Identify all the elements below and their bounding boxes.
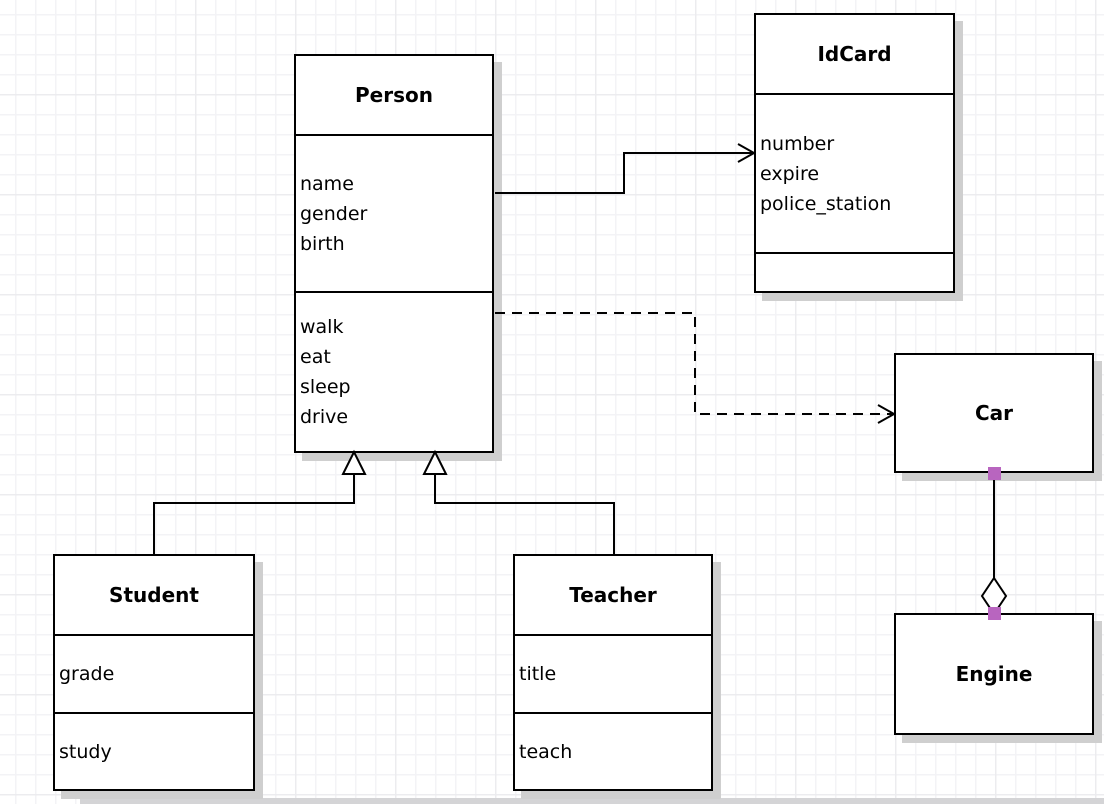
hollow-triangle-icon — [422, 449, 448, 475]
attribute: number — [760, 132, 835, 155]
attribute: gender — [300, 202, 368, 225]
class-title-label: Engine — [955, 662, 1033, 686]
class-student-title: Student — [55, 556, 253, 636]
attribute: expire — [760, 162, 820, 185]
class-teacher[interactable]: Teacher title teach — [513, 554, 713, 791]
connector-generalization-teacher-person[interactable] — [422, 449, 615, 554]
attribute: police_station — [760, 192, 892, 215]
method: walk — [300, 316, 344, 338]
attribute: name — [300, 172, 354, 195]
method: sleep — [300, 376, 351, 398]
hollow-triangle-icon — [341, 449, 367, 475]
class-engine[interactable]: Engine — [894, 613, 1094, 735]
method: study — [59, 740, 112, 763]
class-idcard-attributes: number expire police_station — [756, 95, 953, 254]
attribute: birth — [300, 232, 345, 255]
class-title-label: Person — [355, 83, 433, 107]
method: teach — [519, 740, 573, 763]
attribute: grade — [59, 663, 115, 685]
class-title-label: Teacher — [569, 583, 657, 607]
connector-aggregation-car-engine[interactable] — [980, 467, 1008, 620]
dependency-line[interactable] — [495, 312, 892, 415]
class-title-label: IdCard — [817, 42, 892, 66]
method: drive — [300, 406, 349, 428]
class-idcard-methods — [756, 254, 953, 291]
class-car[interactable]: Car — [894, 353, 1094, 473]
association-line[interactable] — [495, 152, 752, 194]
connector-dependency-person-car[interactable] — [495, 312, 897, 424]
generalization-line[interactable] — [153, 474, 355, 554]
method: eat — [300, 346, 331, 368]
class-person-attributes: name gender birth — [296, 136, 492, 293]
connector-generalization-student-person[interactable] — [153, 449, 367, 554]
open-arrowhead-icon — [737, 143, 757, 163]
canvas-edge — [80, 798, 1104, 804]
class-title-label: Student — [109, 583, 199, 607]
class-person[interactable]: Person name gender birth walk eat sleep … — [294, 54, 494, 453]
class-person-methods: walk eat sleep drive — [296, 293, 492, 451]
class-teacher-title: Teacher — [515, 556, 711, 636]
class-student-attributes: grade — [55, 636, 253, 714]
hollow-diamond-icon — [980, 576, 1008, 616]
open-arrowhead-icon — [877, 404, 897, 424]
class-idcard-title: IdCard — [756, 15, 953, 95]
class-person-title: Person — [296, 56, 492, 136]
class-idcard[interactable]: IdCard number expire police_station — [754, 13, 955, 293]
class-title-label: Car — [974, 401, 1014, 425]
class-teacher-methods: teach — [515, 714, 711, 789]
generalization-line[interactable] — [434, 474, 615, 554]
class-teacher-attributes: title — [515, 636, 711, 714]
class-student-methods: study — [55, 714, 253, 789]
connector-association-person-idcard[interactable] — [495, 143, 757, 194]
class-student[interactable]: Student grade study — [53, 554, 255, 791]
attribute: title — [519, 663, 557, 685]
